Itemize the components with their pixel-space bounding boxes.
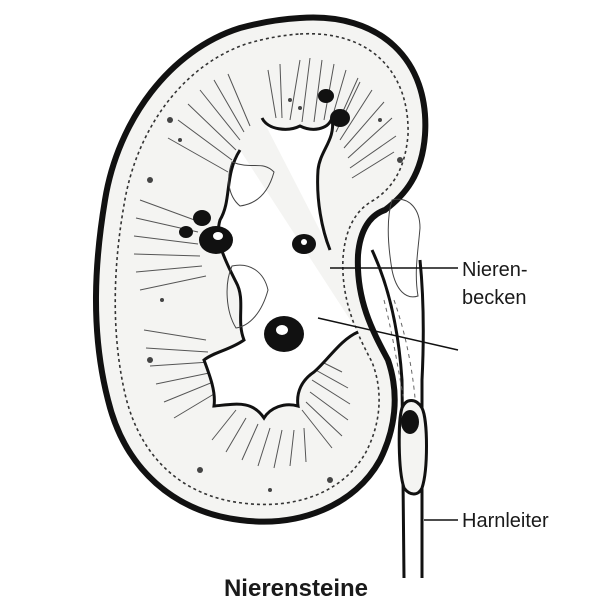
label-ureter: Harnleiter xyxy=(462,510,549,532)
stone-upper-2 xyxy=(330,109,350,127)
caption-title: Nierensteine xyxy=(224,575,368,602)
stone-left-2 xyxy=(179,226,193,238)
stone-left-large xyxy=(199,226,233,254)
label-renal-pelvis-line1: Nieren- xyxy=(462,259,528,281)
label-renal-pelvis-line2: becken xyxy=(462,287,527,309)
stone-ureter xyxy=(401,410,419,434)
stone-upper-1 xyxy=(318,89,334,103)
stone-left-1 xyxy=(193,210,211,226)
